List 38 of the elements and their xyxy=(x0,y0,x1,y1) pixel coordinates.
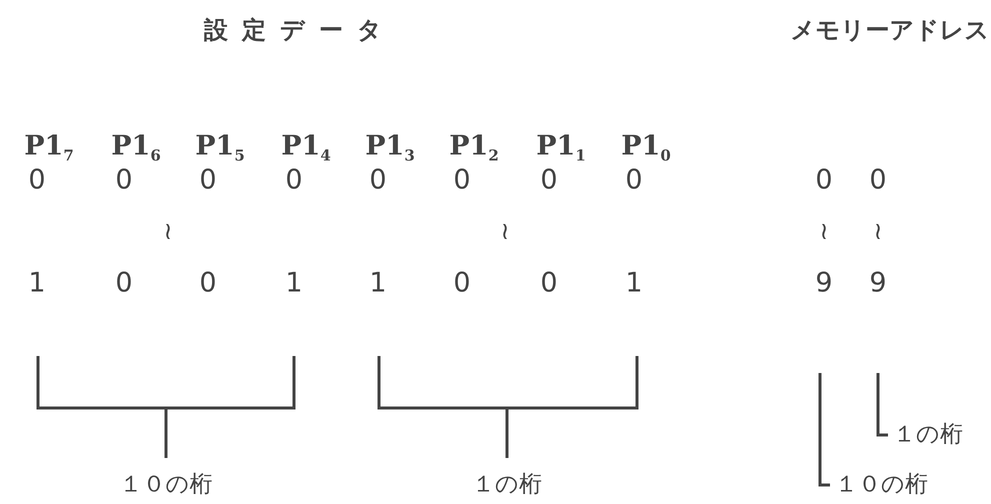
bit-label: P1$_{1}$ xyxy=(536,132,586,164)
digit: 0 xyxy=(453,166,471,194)
range-mark: ≀ xyxy=(500,219,510,243)
bit-label: P1$_{2}$ xyxy=(449,132,499,164)
bit-label: P1$_{4}$ xyxy=(281,132,331,164)
digit: 0 xyxy=(869,166,887,194)
bit-label: P1$_{6}$ xyxy=(111,132,161,164)
digit: 0 xyxy=(115,270,133,296)
heading: 設定データ xyxy=(204,18,396,42)
digit-place-label: １０の桁 xyxy=(835,474,928,496)
range-mark: ≀ xyxy=(874,219,882,243)
digit: 0 xyxy=(285,166,303,194)
digit-place-label: １の桁 xyxy=(893,424,963,446)
bit-label: P1$_{3}$ xyxy=(365,132,415,164)
bit-label: P1$_{7}$ xyxy=(24,132,74,164)
digit: 1 xyxy=(625,270,643,296)
digit-place-label: １の桁 xyxy=(472,474,542,496)
digit: 9 xyxy=(869,270,887,296)
digit: 0 xyxy=(199,166,217,194)
digit: 0 xyxy=(625,166,643,194)
digit: 1 xyxy=(28,270,46,296)
digit: 1 xyxy=(369,270,387,296)
digit: 0 xyxy=(115,166,133,194)
digit: 0 xyxy=(28,166,46,194)
digit: 0 xyxy=(815,166,833,194)
bit-label: P1$_{0}$ xyxy=(621,132,671,164)
digit: 0 xyxy=(540,166,558,194)
digit: 0 xyxy=(453,270,471,296)
digit: 0 xyxy=(540,270,558,296)
digit: 9 xyxy=(815,270,833,296)
bit-label: P1$_{5}$ xyxy=(195,132,245,164)
digit: 0 xyxy=(199,270,217,296)
digit: 1 xyxy=(285,270,303,296)
digit-place-label: １０の桁 xyxy=(120,474,212,496)
heading: メモリーアドレス xyxy=(790,18,990,42)
digit: 0 xyxy=(369,166,387,194)
range-mark: ≀ xyxy=(164,219,172,243)
range-mark: ≀ xyxy=(820,219,828,243)
